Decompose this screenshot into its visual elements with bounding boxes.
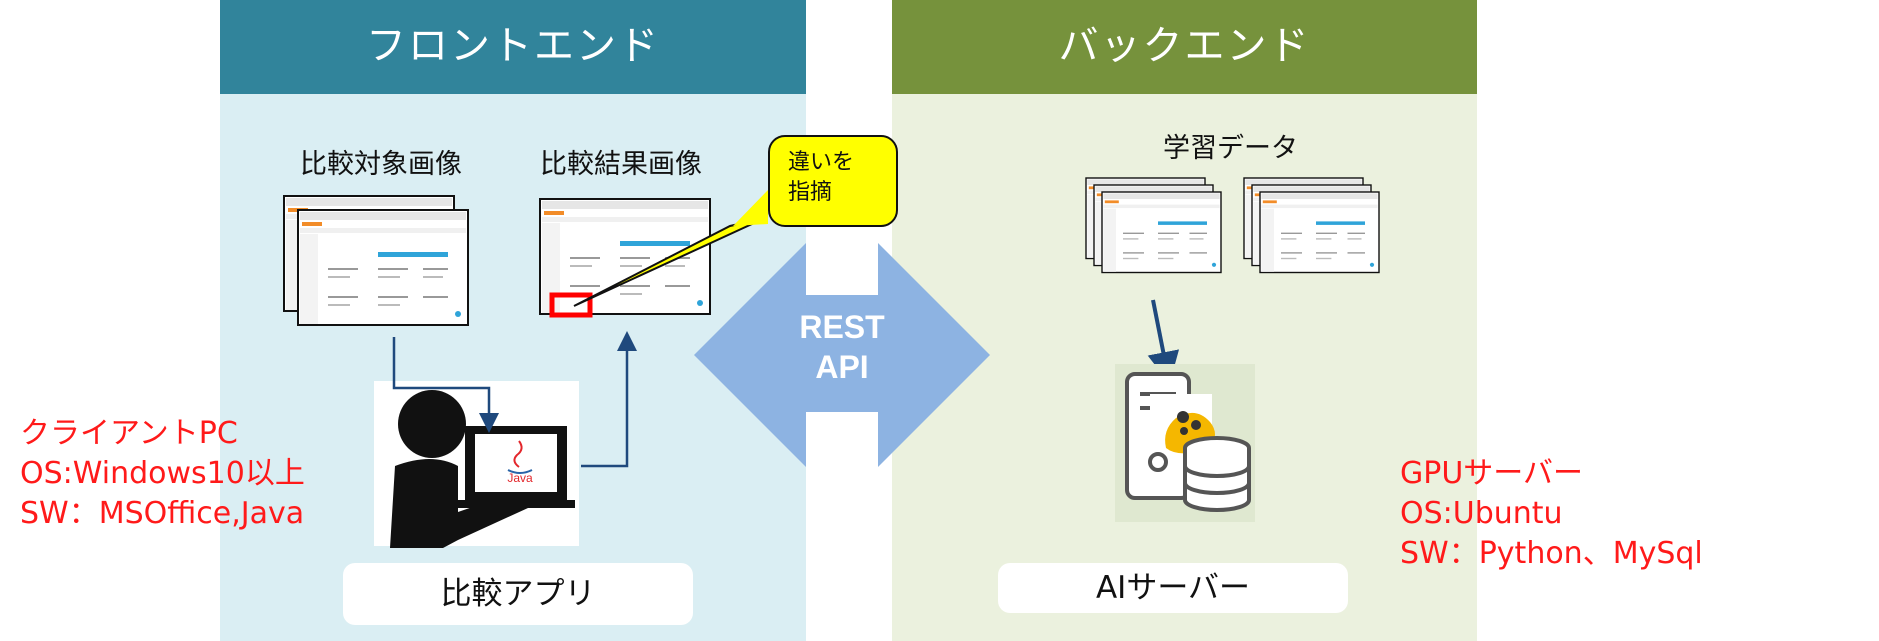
training-to-ai-arrow	[1147, 299, 1180, 384]
app-to-result-arrow	[581, 331, 637, 468]
server-note-3: SW：Python、MySql	[1400, 536, 1703, 571]
java-logo-text: Java	[507, 471, 533, 485]
compare-result-label: 比較結果画像	[540, 149, 702, 180]
ai-server-box: AIサーバー	[998, 563, 1348, 613]
client-notes: クライアントPC OS:Windows10以上 SW：MSOffice,Java	[20, 414, 305, 534]
rest-api-line-1: REST	[799, 309, 885, 345]
client-note-1: クライアントPC	[20, 416, 238, 451]
server-note-1: GPUサーバー	[1400, 456, 1583, 491]
training-data-label: 学習データ	[1163, 133, 1298, 164]
server-notes: GPUサーバー OS:Ubuntu SW：Python、MySql	[1400, 454, 1703, 574]
callout-text: 違いを 指摘	[788, 148, 854, 208]
backend-header: バックエンド	[892, 0, 1477, 94]
rest-api-label: REST API	[792, 307, 892, 387]
compare-target-image	[283, 195, 469, 326]
difference-callout	[573, 135, 898, 307]
rest-api-line-2: API	[815, 349, 869, 385]
ai-server-icon	[1115, 364, 1255, 522]
training-data-images	[1085, 177, 1380, 274]
compare-target-label: 比較対象画像	[300, 149, 462, 180]
client-note-2: OS:Windows10以上	[20, 456, 305, 491]
user-laptop-icon: Java	[374, 381, 579, 548]
difference-highlight	[549, 292, 593, 318]
compare-app-box: 比較アプリ	[343, 563, 693, 625]
callout-line-1: 違いを	[788, 150, 855, 175]
frontend-header: フロントエンド	[220, 0, 806, 94]
callout-line-2: 指摘	[788, 180, 833, 205]
client-note-3: SW：MSOffice,Java	[20, 496, 305, 531]
rest-api-arrow	[694, 243, 990, 467]
compare-result-image	[539, 198, 711, 318]
server-note-2: OS:Ubuntu	[1400, 496, 1563, 531]
target-to-app-arrow	[392, 337, 499, 433]
